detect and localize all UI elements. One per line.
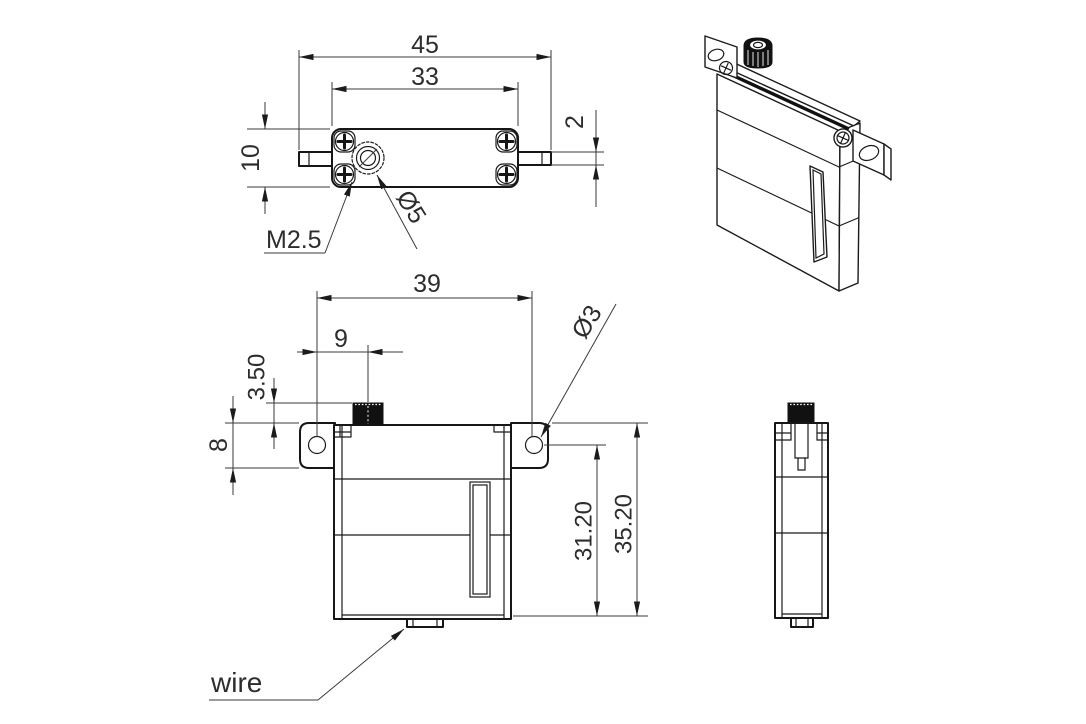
dim-overall-width-45: 45: [298, 31, 552, 150]
top-view: 45 33 10 2 M2.5: [237, 31, 604, 254]
iso-left-tab: [704, 35, 738, 79]
side-view-part: [774, 402, 829, 628]
front-left-tab: [299, 422, 336, 469]
top-view-part: [298, 128, 552, 188]
callout-wire: wire: [209, 628, 405, 701]
dim-hole-spacing-label: 39: [413, 270, 441, 298]
iso-left-tab-hole: [707, 48, 725, 62]
side-wire-tab: [790, 617, 814, 628]
callout-screw-thread-label: M2.5: [266, 226, 322, 254]
dim-body-depth-label: 10: [237, 144, 265, 172]
dim-flange-height-8: 8: [205, 396, 299, 495]
dim-body-depth-10: 10: [237, 102, 330, 214]
front-side-slot: [469, 481, 491, 598]
callout-hole-diameter-label: Ø3: [566, 300, 607, 343]
isometric-view: [704, 35, 892, 292]
side-pot-slot: [794, 422, 809, 471]
dim-overall-width-label: 45: [411, 31, 439, 59]
side-view: [774, 402, 829, 628]
dim-body-width-label: 33: [411, 63, 439, 91]
callout-hole-diameter-3: Ø3: [540, 300, 617, 438]
dim-overall-height-35-20: 35.20: [552, 422, 648, 616]
dim-shaft-offset-9: 9: [297, 325, 403, 402]
dim-flange-height-label: 8: [205, 438, 233, 452]
top-view-left-tab: [298, 151, 333, 167]
dim-shaft-height-3-50: 3.50: [244, 354, 352, 449]
iso-output-shaft: [743, 37, 773, 69]
callout-screw-thread-m2-5: M2.5: [264, 181, 353, 254]
dim-hole-spacing-39: 39: [316, 270, 533, 437]
front-right-tab-hole: [524, 435, 544, 455]
dim-overall-height-label: 35.20: [611, 494, 638, 554]
callout-wire-label: wire: [210, 667, 262, 698]
iso-right-tab: [852, 129, 892, 181]
top-view-body: [331, 128, 519, 188]
iso-top-edge: [720, 68, 850, 131]
front-body-case-lines: [333, 424, 512, 620]
dim-shaft-offset-label: 9: [334, 325, 348, 353]
side-view-body: [774, 422, 829, 619]
dim-tab-thickness-2: 2: [551, 110, 604, 207]
side-output-shaft: [787, 402, 815, 425]
dim-shaft-height-label: 3.50: [244, 354, 271, 401]
screw-icon: [334, 164, 355, 185]
dim-tab-thickness-label: 2: [561, 115, 589, 129]
screw-icon: [496, 131, 517, 152]
dim-body-height-label: 31.20: [571, 501, 598, 561]
screw-icon: [496, 164, 517, 185]
iso-front-slot: [809, 165, 828, 263]
iso-top-screw: [833, 128, 853, 148]
side-body-case-lines: [774, 422, 829, 619]
dim-body-width-33: 33: [331, 63, 519, 126]
top-view-right-tab: [517, 151, 552, 166]
top-view-output-shaft: [351, 141, 385, 175]
dim-body-height-31-20: 31.20: [513, 444, 648, 617]
front-output-shaft: [352, 402, 384, 426]
front-view-part: [299, 402, 549, 628]
front-wire-tab: [406, 618, 444, 628]
screw-icon: [718, 60, 734, 76]
iso-right-tab-hole: [858, 144, 880, 162]
front-view: 39 9 3.50 8 Ø3: [205, 270, 648, 701]
front-view-body: [333, 424, 512, 620]
top-view-mounting-screws: [334, 131, 517, 185]
callout-shaft-diameter-label: Ø5: [390, 185, 431, 228]
screw-icon: [334, 131, 355, 152]
